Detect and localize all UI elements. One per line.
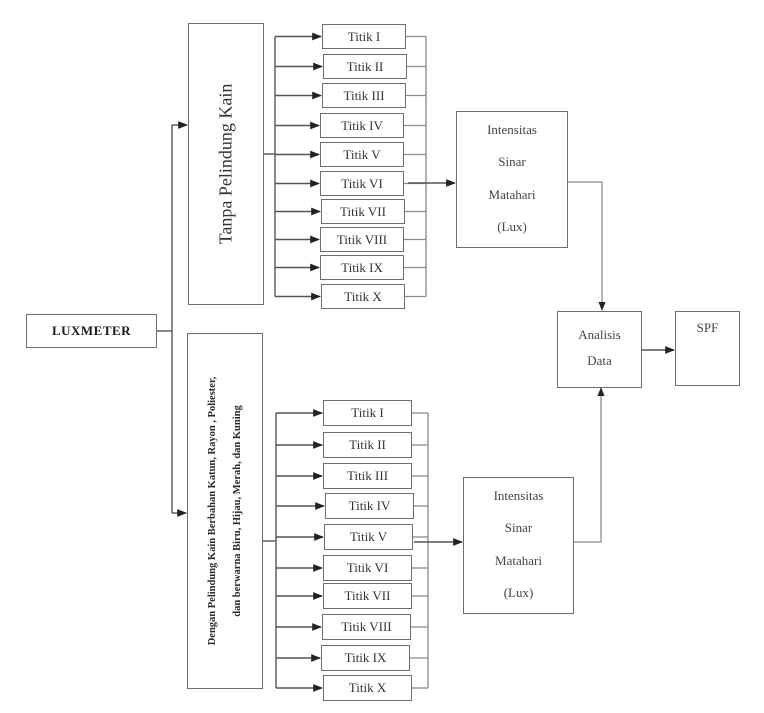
measurement-point-box: Titik X bbox=[323, 675, 412, 701]
spf-label: SPF bbox=[696, 320, 719, 335]
measurement-point-box: Titik X bbox=[321, 284, 405, 309]
measurement-point-label: Titik VIII bbox=[341, 619, 392, 634]
measurement-point-label: Titik I bbox=[351, 405, 384, 420]
measurement-point-label: Titik I bbox=[347, 28, 381, 44]
measurement-point-box: Titik IX bbox=[321, 645, 410, 671]
measurement-point-box: Titik IV bbox=[325, 493, 414, 519]
luxmeter-box: LUXMETER bbox=[26, 314, 157, 348]
measurement-point-label: Titik IV bbox=[341, 117, 383, 133]
intensity-line: Intensitas bbox=[493, 488, 544, 504]
luxmeter-label: LUXMETER bbox=[51, 323, 132, 338]
analysis-line: Analisis bbox=[578, 327, 621, 342]
measurement-point-label: Titik VI bbox=[341, 175, 383, 191]
measurement-point-box: Titik III bbox=[322, 83, 406, 108]
measurement-point-label: Titik X bbox=[348, 680, 387, 695]
intensity-line: Intensitas bbox=[487, 122, 537, 138]
measurement-point-box: Titik VIII bbox=[322, 614, 411, 640]
condition-label-with-fabric: Dengan Pelindung Kain Berbahan Katun, Ra… bbox=[200, 377, 250, 646]
condition-line-1: Dengan Pelindung Kain Berbahan Katun, Ra… bbox=[207, 376, 218, 646]
intensity-line: (Lux) bbox=[497, 218, 527, 234]
measurement-point-label: Titik VIII bbox=[336, 231, 388, 247]
intensity-line: Matahari bbox=[495, 552, 542, 568]
measurement-point-label: Titik X bbox=[344, 288, 382, 304]
measurement-point-label: Titik III bbox=[343, 87, 385, 103]
intensity-box-upper: Intensitas Sinar Matahari (Lux) bbox=[456, 111, 568, 248]
measurement-point-label: Titik VII bbox=[344, 588, 391, 603]
analysis-line: Data bbox=[587, 353, 612, 368]
upper-intensity-to-analysis bbox=[568, 181, 606, 311]
intensity-line: Sinar bbox=[498, 154, 526, 170]
measurement-point-box: Titik I bbox=[323, 400, 412, 426]
condition-box-without-fabric: Tanpa Pelindung Kain bbox=[188, 23, 264, 305]
measurement-point-box: Titik VII bbox=[323, 583, 412, 609]
measurement-point-label: Titik III bbox=[346, 468, 389, 483]
measurement-point-box: Titik IV bbox=[320, 113, 404, 138]
upper-left-bus bbox=[274, 32, 323, 301]
measurement-point-box: Titik V bbox=[320, 142, 404, 167]
measurement-point-box: Titik VI bbox=[323, 555, 412, 581]
measurement-point-box: Titik V bbox=[324, 524, 413, 550]
measurement-point-box: Titik II bbox=[323, 432, 412, 458]
upper-right-bus bbox=[404, 35, 427, 298]
measurement-point-box: Titik I bbox=[322, 24, 406, 49]
spf-box: SPF bbox=[675, 311, 740, 386]
measurement-point-label: Titik V bbox=[343, 146, 381, 162]
intensity-line: Sinar bbox=[504, 520, 533, 536]
measurement-point-box: Titik VIII bbox=[320, 227, 404, 252]
measurement-point-box: Titik VII bbox=[321, 199, 405, 224]
measurement-point-label: Titik IX bbox=[341, 259, 383, 275]
lower-right-bus bbox=[410, 412, 429, 689]
measurement-point-label: Titik II bbox=[346, 58, 384, 74]
intensity-line: (Lux) bbox=[503, 584, 534, 600]
measurement-point-label: Titik II bbox=[349, 437, 386, 452]
measurement-point-box: Titik III bbox=[323, 463, 412, 489]
measurement-point-label: Titik VI bbox=[346, 560, 389, 575]
measurement-point-label: Titik IX bbox=[344, 650, 387, 665]
condition-box-with-fabric: Dengan Pelindung Kain Berbahan Katun, Ra… bbox=[187, 333, 263, 689]
data-analysis-box: Analisis Data bbox=[557, 311, 642, 388]
measurement-point-label: Titik VII bbox=[340, 203, 386, 219]
measurement-point-box: Titik IX bbox=[320, 255, 404, 280]
measurement-point-label: Titik V bbox=[349, 529, 388, 544]
measurement-point-box: Titik II bbox=[323, 54, 407, 79]
lower-left-bus bbox=[275, 409, 325, 692]
measurement-point-box: Titik VI bbox=[320, 171, 404, 196]
measurement-point-label: Titik IV bbox=[348, 498, 391, 513]
intensity-box-lower: Intensitas Sinar Matahari (Lux) bbox=[463, 477, 574, 614]
intensity-line: Matahari bbox=[488, 186, 536, 202]
condition-line-2: dan berwarna Biru, Hijau, Merah, dan Kun… bbox=[232, 405, 243, 617]
lower-intensity-to-analysis bbox=[574, 387, 605, 543]
condition-label-without-fabric: Tanpa Pelindung Kain bbox=[215, 83, 236, 245]
